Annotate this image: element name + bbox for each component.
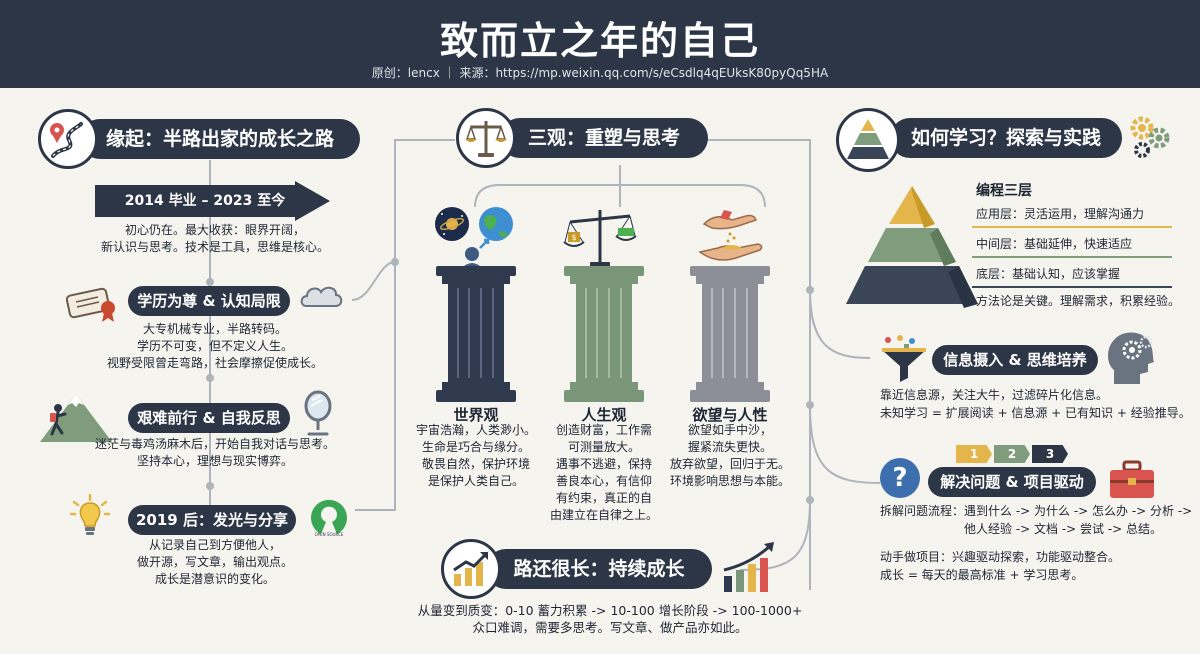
lifeview-title: 人生观: [581, 406, 627, 424]
pyramid-icon: [836, 108, 900, 172]
page-title: 致而立之年的自己: [439, 19, 760, 63]
struggle-label: 艰难前行 & 自我反思: [128, 403, 290, 433]
desire-text: 欲望如手中沙，握紧流失更快。放弃欲望，回归于无。环境影响思想与本能。: [669, 423, 790, 488]
middle-section-title: 三观：重塑与思考: [500, 118, 708, 158]
lightbulb-icon: [69, 493, 111, 542]
route-icon: [38, 109, 98, 169]
education-label: 学历为尊 & 认知局限: [128, 286, 290, 316]
timeline-arrow: [95, 181, 330, 221]
tier-middle: 中间层：基础延伸，快速适应: [976, 237, 1133, 251]
step-3: 3: [1032, 445, 1068, 463]
solve-label: 解决问题 & 项目驱动: [928, 467, 1096, 497]
page-subtitle: 原创：lencx ｜ 来源：https://mp.weixin.qq.com/s…: [371, 66, 829, 80]
pillar-desire: [690, 266, 770, 402]
bottom-section-title: 路还很长：持续成长: [486, 549, 712, 589]
programming-pyramid: [846, 186, 978, 308]
step-2: 2: [994, 445, 1030, 463]
universe-earth-icon: [432, 204, 522, 274]
solve-text: 拆解问题流程：遇到什么 -> 为什么 -> 怎么办 -> 分析 ->他人经验 -…: [880, 504, 1193, 536]
share-label: 2019 后：发光与分享: [128, 505, 296, 535]
funnel-icon: [878, 334, 932, 388]
svg-text:$: $: [571, 233, 576, 242]
balance-money-icon: $: [560, 206, 640, 274]
thought-cloud-icon: [298, 282, 344, 318]
desire-title: 欲望与人性: [692, 406, 768, 424]
right-section-title: 如何学习？探索与实践: [890, 118, 1122, 158]
scale-icon: [456, 108, 516, 168]
struggle-text: 迷茫与毒鸡汤麻木后，开始自我对话与思考。坚持本心，理想与现实博弈。: [94, 437, 335, 468]
question-icon: ?: [880, 458, 920, 498]
method-text: 方法论是关键。理解需求，积累经验。: [976, 294, 1181, 308]
worldview-title: 世界观: [453, 406, 499, 424]
pyramid-title: 编程三层: [976, 183, 1032, 199]
timeline-label: 2014 毕业 – 2023 至今: [124, 193, 286, 209]
head-gears-icon: [1104, 328, 1160, 390]
project-text: 动手做项目：兴趣驱动探索，功能驱动整合。成长 = 每天的最高标准 + 学习思考。: [880, 550, 1121, 582]
mountain-climber-icon: [38, 390, 112, 446]
hands-sand-icon: [694, 204, 770, 272]
info-text: 靠近信息源，关注大牛，过滤碎片化信息。未知学习 = 扩展阅读 + 信息源 + 已…: [880, 388, 1191, 420]
header-banner: [0, 0, 1200, 88]
tier-divider-3: [972, 286, 1172, 288]
mirror-icon: [300, 390, 336, 440]
tier-divider-1: [972, 226, 1172, 228]
tier-application: 应用层：灵活运用，理解沟通力: [976, 207, 1145, 221]
left-section-title: 缘起：半路出家的成长之路: [80, 119, 360, 159]
pillar-worldview: [436, 266, 516, 402]
worldview-text: 宇宙浩瀚，人类渺小。生命是巧合与缘分。敬畏自然，保护环境是保护人类自己。: [415, 423, 536, 488]
step-1: 1: [956, 445, 992, 463]
open-source-caption: OPEN SOURCE: [314, 532, 344, 537]
bottom-text: 从量变到质变：0-10 蓄力积累 -> 10-100 增长阶段 -> 100-1…: [417, 603, 803, 635]
tier-base: 底层：基础认知，应该掌握: [976, 267, 1121, 281]
open-source-icon: [304, 496, 354, 548]
timeline-text: 初心仍在。最大收获：眼界开阔，新认识与思考。技术是工具，思维是核心。: [100, 223, 329, 254]
rising-bars-icon: [720, 540, 780, 598]
tier-divider-2: [972, 256, 1172, 258]
gears-icon: [1128, 114, 1172, 164]
lifeview-text: 创造财富，工作需可测量放大。遇事不逃避，保持善良本心，有信仰有约束，真正的自由建…: [549, 423, 658, 522]
education-text: 大专机械专业，半路转码。学历不可变，但不定义人生。视野受限曾走弯路，社会摩擦促使…: [106, 322, 323, 370]
info-label: 信息摄入 & 思维培养: [932, 345, 1098, 375]
diploma-icon: [64, 284, 122, 328]
share-text: 从记录自己到方便他人，做开源，写文章，输出观点。成长是潜意识的变化。: [136, 538, 293, 586]
growth-chart-icon: [441, 539, 501, 599]
pillar-lifeview: [564, 266, 644, 402]
toolbox-icon: [1108, 460, 1156, 504]
